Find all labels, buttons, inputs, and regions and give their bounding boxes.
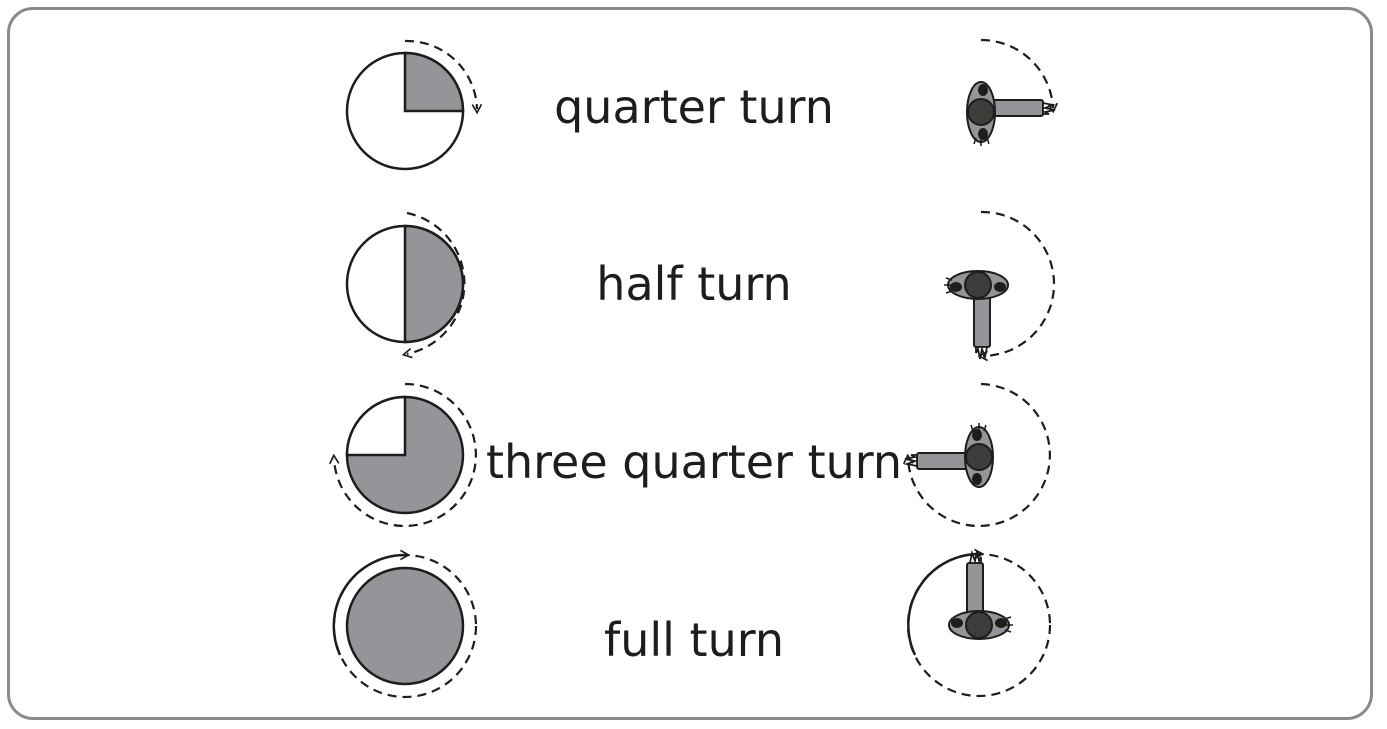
- diagram-frame: [7, 7, 1373, 720]
- quarter-turn-circle: [345, 39, 483, 171]
- three-quarter-turn-person-arrow: [902, 382, 1051, 528]
- three-quarter-turn-person: [904, 422, 994, 488]
- half-turn-person: [943, 270, 1009, 360]
- three-quarter-turn-label: three quarter turn: [485, 435, 903, 489]
- quarter-turn-label: quarter turn: [554, 80, 834, 134]
- full-turn-person-arrow: [906, 548, 1052, 698]
- three-quarter-turn-circle: [328, 382, 477, 528]
- quarter-turn-person: [966, 81, 1056, 147]
- full-turn-circle: [332, 549, 478, 699]
- half-turn-label: half turn: [596, 257, 792, 311]
- half-turn-person-arrow: [977, 210, 1056, 362]
- quarter-turn-person-arrow: [980, 38, 1059, 114]
- full-turn-person: [948, 550, 1014, 640]
- full-turn-label: full turn: [604, 613, 784, 667]
- half-turn-circle: [345, 211, 466, 359]
